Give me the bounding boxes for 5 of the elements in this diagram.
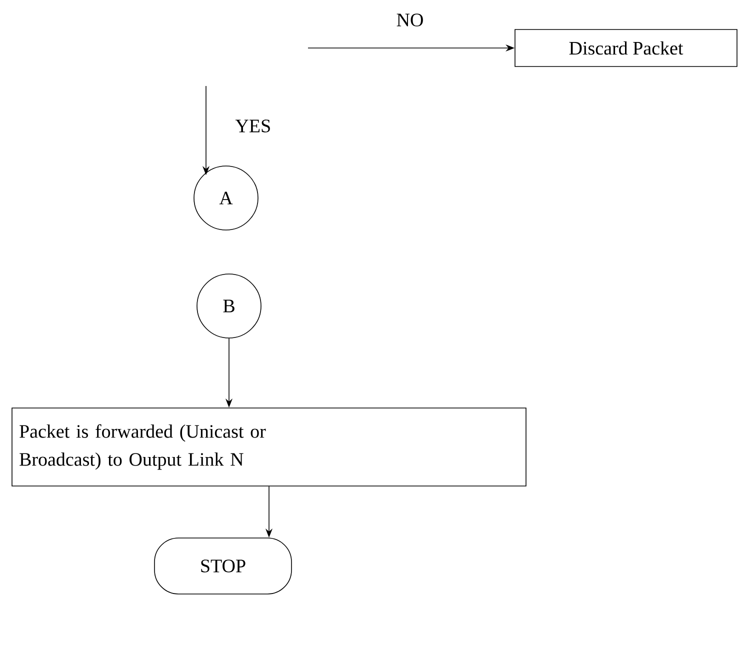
process-box: Packet is forwarded (Unicast or Broadcast) to Output Link N <box>12 408 526 486</box>
edge-label: NO <box>396 14 423 26</box>
edge-label: YES <box>235 120 270 132</box>
process-box: Discard Packet <box>514 29 738 67</box>
terminal-box: STOP <box>154 538 292 594</box>
